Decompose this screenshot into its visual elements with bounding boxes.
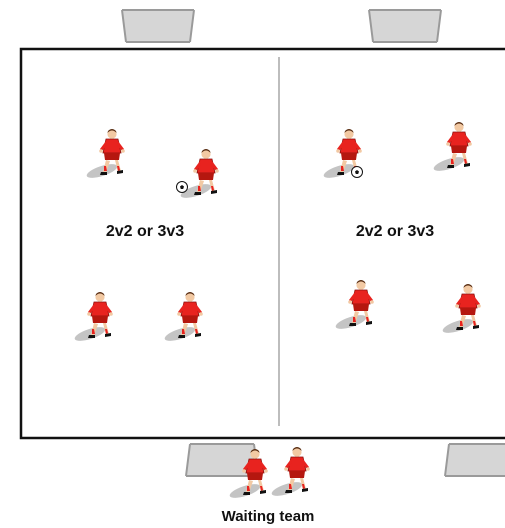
zone-label-right: 2v2 or 3v3 <box>356 223 434 240</box>
ball-icon <box>177 182 188 193</box>
goal-bottom-right <box>445 444 505 476</box>
field <box>21 49 505 438</box>
ball-icon <box>352 167 363 178</box>
goal-top-right <box>369 10 441 42</box>
zone-label-left: 2v2 or 3v3 <box>106 223 184 240</box>
goal-top-left <box>122 10 194 42</box>
waiting-player <box>270 447 310 499</box>
waiting-team-label: Waiting team <box>222 508 315 525</box>
